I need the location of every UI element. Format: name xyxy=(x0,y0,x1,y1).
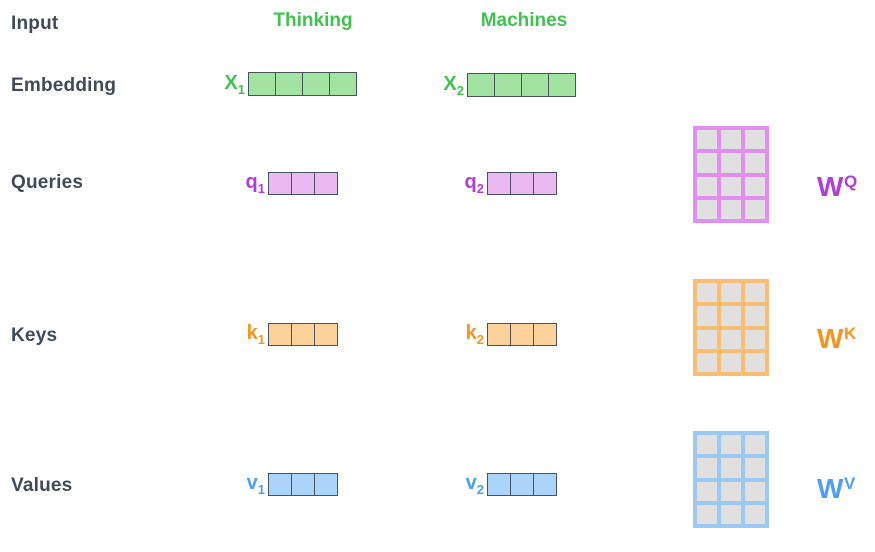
matrix-cell xyxy=(721,130,741,150)
vector-cell xyxy=(268,473,292,496)
vector-cell xyxy=(495,73,522,97)
matrix-cell xyxy=(721,199,741,219)
matrix-cell xyxy=(745,352,765,372)
vector-cell xyxy=(467,73,495,97)
vector-v1-label: v1 xyxy=(246,472,265,497)
matrix-cell xyxy=(721,306,741,326)
vector-cell xyxy=(292,473,315,496)
matrix-label-wv: WV xyxy=(817,473,856,504)
vector-k1-label: k1 xyxy=(246,322,265,347)
matrix-cell xyxy=(721,283,741,303)
vector-k1-cells xyxy=(268,323,338,346)
vector-q1: q1 xyxy=(239,172,338,195)
matrix-cell xyxy=(745,199,765,219)
matrix-cell xyxy=(697,481,717,501)
matrix-cell xyxy=(745,435,765,455)
vector-x2-label: X2 xyxy=(443,72,464,98)
matrix-cell xyxy=(697,458,717,478)
matrix-cell xyxy=(745,283,765,303)
matrix-wk xyxy=(693,279,769,376)
vector-cell xyxy=(268,172,292,195)
matrix-cell xyxy=(697,130,717,150)
vector-k2-cells xyxy=(487,323,557,346)
matrix-wv xyxy=(693,431,769,528)
vector-cell xyxy=(315,473,338,496)
matrix-cell xyxy=(697,306,717,326)
vector-cell xyxy=(549,73,576,97)
vector-cell xyxy=(276,72,303,96)
word-thinking: Thinking xyxy=(273,10,353,31)
word-machines: Machines xyxy=(480,10,568,31)
vector-q2-label: q2 xyxy=(464,171,484,196)
vector-v2: v2 xyxy=(458,473,557,496)
vector-k2-label: k2 xyxy=(465,322,484,347)
matrix-cell xyxy=(721,153,741,173)
vector-cell xyxy=(292,172,315,195)
matrix-cell xyxy=(697,329,717,349)
vector-cell xyxy=(534,323,557,346)
matrix-cell xyxy=(745,153,765,173)
matrix-cell xyxy=(697,283,717,303)
matrix-cell xyxy=(721,504,741,524)
vector-k1: k1 xyxy=(239,323,338,346)
matrix-cell xyxy=(745,329,765,349)
matrix-cell xyxy=(745,306,765,326)
vector-cell xyxy=(248,72,276,96)
vector-cell xyxy=(315,172,338,195)
matrix-cell xyxy=(721,458,741,478)
vector-x1: X1 xyxy=(219,72,357,96)
vector-v1-cells xyxy=(268,473,338,496)
vector-v2-cells xyxy=(487,473,557,496)
matrix-cell xyxy=(721,329,741,349)
vector-v2-label: v2 xyxy=(465,472,484,497)
matrix-cell xyxy=(697,352,717,372)
vector-cell xyxy=(330,72,357,96)
vector-q2: q2 xyxy=(458,172,557,195)
vector-x2-cells xyxy=(467,73,576,97)
matrix-cell xyxy=(745,481,765,501)
vector-cell xyxy=(534,473,557,496)
matrix-wq xyxy=(693,126,769,223)
vector-x2: X2 xyxy=(438,73,576,97)
matrix-cell xyxy=(721,435,741,455)
vector-cell xyxy=(315,323,338,346)
row-label-queries: Queries xyxy=(11,172,84,193)
vector-cell xyxy=(511,172,534,195)
vector-cell xyxy=(487,172,511,195)
matrix-cell xyxy=(745,458,765,478)
vector-v1: v1 xyxy=(239,473,338,496)
matrix-cell xyxy=(745,176,765,196)
matrix-cell xyxy=(721,352,741,372)
vector-cell xyxy=(511,323,534,346)
vector-cell xyxy=(522,73,549,97)
matrix-cell xyxy=(697,199,717,219)
vector-cell xyxy=(487,473,511,496)
vector-cell xyxy=(511,473,534,496)
matrix-cell xyxy=(697,504,717,524)
vector-q2-cells xyxy=(487,172,557,195)
matrix-label-wq: WQ xyxy=(817,171,858,202)
vector-x1-cells xyxy=(248,72,357,96)
vector-cell xyxy=(292,323,315,346)
matrix-label-wk: WK xyxy=(817,323,857,354)
row-label-input: Input xyxy=(11,13,59,34)
vector-cell xyxy=(303,72,330,96)
row-label-values: Values xyxy=(11,475,73,496)
vector-x1-label: X1 xyxy=(224,71,245,97)
matrix-cell xyxy=(697,153,717,173)
matrix-cell xyxy=(721,481,741,501)
vector-cell xyxy=(534,172,557,195)
matrix-cell xyxy=(697,176,717,196)
matrix-cell xyxy=(745,130,765,150)
row-label-keys: Keys xyxy=(11,325,58,346)
vector-q1-cells xyxy=(268,172,338,195)
vector-cell xyxy=(487,323,511,346)
vector-cell xyxy=(268,323,292,346)
matrix-cell xyxy=(721,176,741,196)
matrix-cell xyxy=(745,504,765,524)
matrix-cell xyxy=(697,435,717,455)
vector-q1-label: q1 xyxy=(245,171,265,196)
vector-k2: k2 xyxy=(458,323,557,346)
row-label-embedding: Embedding xyxy=(11,75,117,96)
